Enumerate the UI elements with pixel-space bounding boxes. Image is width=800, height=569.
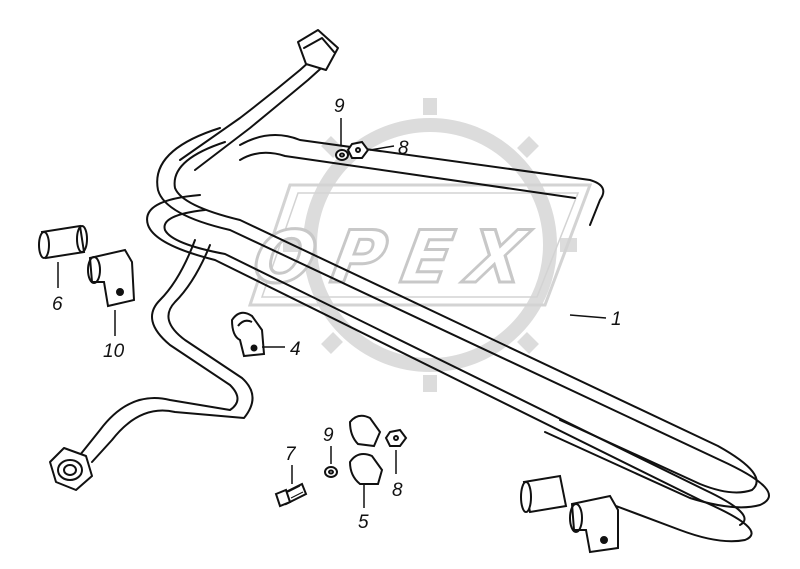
supply-tube-outer [79,239,239,456]
callout-4: 4 [290,339,301,360]
callout-1: 1 [611,309,622,330]
pipe-coil-inner [173,141,758,494]
callout-6: 6 [52,294,63,315]
callout-9-bottom: 9 [323,425,334,446]
callout-8-bottom: 8 [392,480,403,501]
pipe-loop-lower-outer [146,194,753,543]
callout-9-top: 9 [334,96,345,117]
nut-part-8-bottom [384,428,408,447]
leader-lines [57,118,607,508]
callouts: 1 4 5 6 7 8 8 9 9 10 [52,96,622,533]
clip-part-5 [348,414,384,485]
clip-bottom-right [569,494,619,554]
pipe-top-run-2 [194,61,329,171]
callout-10: 10 [103,341,125,362]
supply-tube-inner [91,244,254,463]
washer-part-9-bottom [324,466,338,478]
pipe-coil-outer [156,127,770,509]
callout-8-top: 8 [398,138,409,159]
callout-5: 5 [358,512,369,533]
clip-part-4 [230,311,266,358]
pipe-loop-middle-outer [239,134,605,226]
bottom-fitting-nut [49,447,93,491]
washer-part-9-top [335,149,349,161]
clip-part-10 [87,248,136,308]
bolt-part-7 [274,482,308,508]
callout-7: 7 [285,444,297,465]
pipe-loop-middle-inner [239,151,576,199]
nut-part-8-top [346,140,370,159]
sleeve-bottom-right [520,474,568,514]
pipe-loop-lower-inner [163,209,746,526]
top-fitting-nut [297,29,339,71]
pipe-top-run [179,51,321,161]
sleeve-part-6 [38,224,88,260]
pipe-assembly [49,29,770,543]
watermark-gear-icon [283,98,577,392]
